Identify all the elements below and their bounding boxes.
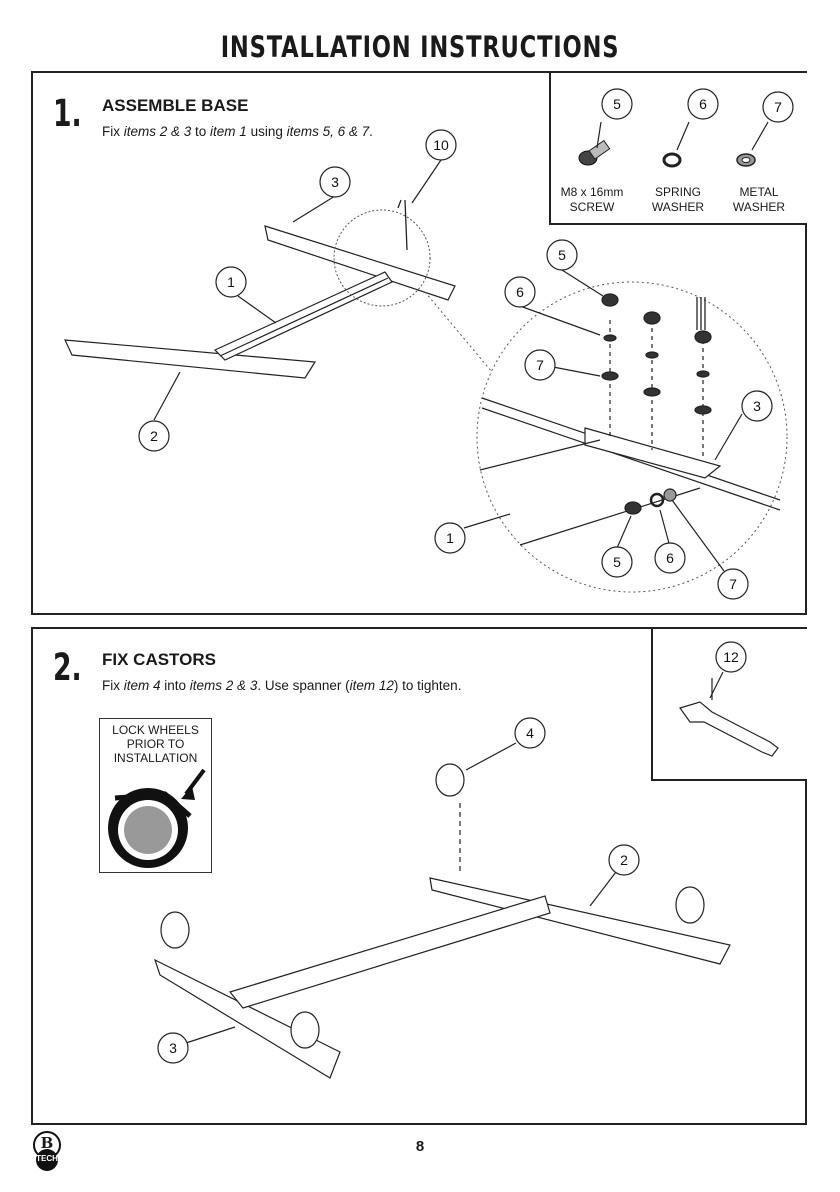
callout-number: 6 bbox=[666, 550, 674, 566]
metal-washer-icon bbox=[737, 154, 755, 166]
callout-number: 3 bbox=[753, 398, 761, 414]
callout-number: 7 bbox=[729, 576, 737, 592]
screw-icon bbox=[579, 141, 610, 165]
callout-number: 7 bbox=[774, 99, 782, 115]
castor-base-drawing bbox=[155, 764, 730, 1078]
callout-number: 10 bbox=[433, 137, 449, 153]
callout-number: 3 bbox=[169, 1040, 177, 1056]
callout-number: 2 bbox=[620, 852, 628, 868]
spanner-icon bbox=[680, 678, 778, 756]
callout-number: 6 bbox=[699, 96, 707, 112]
callout-number: 7 bbox=[536, 357, 544, 373]
callout-number: 1 bbox=[227, 274, 235, 290]
logo-text: TECH bbox=[33, 1154, 61, 1163]
callout-number: 5 bbox=[613, 96, 621, 112]
base-frame-drawing bbox=[65, 226, 455, 378]
callout-number: 1 bbox=[446, 530, 454, 546]
spring-washer-icon bbox=[664, 154, 680, 166]
callout-number: 5 bbox=[613, 554, 621, 570]
callout-number: 2 bbox=[150, 428, 158, 444]
detail-drawing bbox=[480, 294, 780, 545]
callout-number: 6 bbox=[516, 284, 524, 300]
page-number: 8 bbox=[0, 1138, 840, 1155]
lock-wheel-icon bbox=[108, 770, 204, 868]
callout-number: 3 bbox=[331, 174, 339, 190]
callout-number: 4 bbox=[526, 725, 534, 741]
logo-letter: B bbox=[38, 1134, 56, 1152]
callout-number: 5 bbox=[558, 247, 566, 263]
callout-number: 12 bbox=[723, 649, 739, 665]
